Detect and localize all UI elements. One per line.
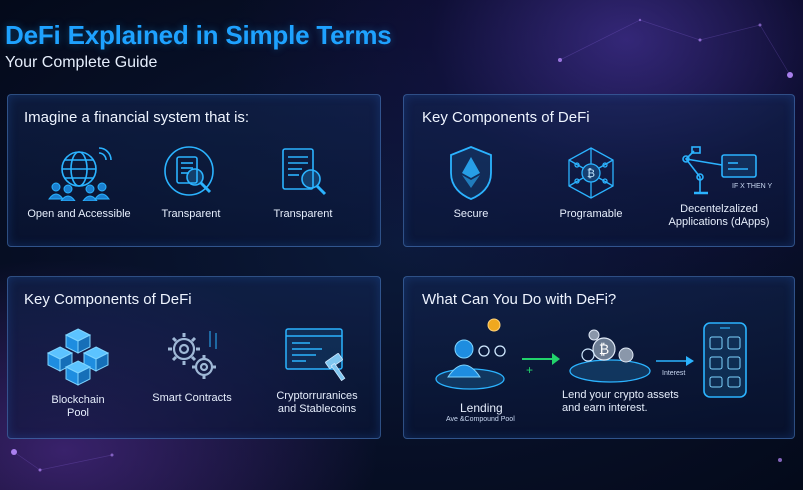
page-subtitle: Your Complete Guide [5,54,158,71]
blue-arrow-icon [656,356,694,366]
item-programable: ₿ Programable [546,145,636,221]
item-programable-label: Programable [559,208,623,220]
phone-app-icon [703,322,747,398]
item-blockchain-label-line2: Pool [66,407,90,419]
document-search-icon [282,148,327,196]
panel-key-components-bottom: Key Components of DeFi Blockchain Pool [7,276,381,439]
item-smart-contracts-label: Smart Contracts [152,392,232,404]
lending-sub-label: Ave &Compound Pool [446,416,515,423]
page-title: DeFi Explained in Simple Terms [5,20,392,50]
item-secure: Secure [426,145,516,221]
lending-label: Lending [460,401,503,415]
item-smart-contracts: Smart Contracts [142,327,242,405]
code-gavel-icon [285,328,346,382]
magnifier-document-icon [164,146,214,196]
item-transparent-1: Transparent [136,145,246,221]
pool-coin-symbol: ₿ [599,342,609,358]
item-transparent-1-label: Transparent [161,208,221,220]
blockchain-cubes-icon [46,328,110,386]
panel-financial-system-title: Imagine a financial system that is: [24,109,250,126]
item-blockchain-pool: Blockchain Pool [28,327,128,420]
item-blockchain-label-line1: Blockchain [51,394,105,406]
panel-financial-system: Imagine a financial system that is: Open… [7,94,381,247]
item-crypto-label-line2: and Stablecoins [277,403,357,415]
item-crypto-label-line1: Cryptorruranices [276,390,358,402]
crypto-pool-icon: ₿ [569,329,651,383]
item-open-accessible-label: Open and Accessible [27,208,131,220]
ethereum-shield-icon [450,146,492,200]
item-dapps-label-line1: Decentelzalized [680,203,758,215]
panel-key-components-top: Key Components of DeFi Secure ₿ Programa… [403,94,795,247]
crypto-circuit-icon: ₿ [568,147,614,199]
panel-what-can-you-do-title: What Can You Do with DeFi? [422,291,617,308]
item-open-accessible: Open and Accessible [14,145,144,221]
robot-arm-icon [682,146,757,195]
gears-icon [168,331,217,379]
coin-symbol-text: ₿ [587,167,595,180]
header: DeFi Explained in Simple Terms Your Comp… [5,20,392,72]
lend-description-line1: Lend your crypto assets [562,389,679,401]
panel-key-components-top-title: Key Components of DeFi [422,109,590,126]
panel-key-components-bottom-title: Key Components of DeFi [24,291,192,308]
lending-person-icon [435,318,506,390]
item-dapps-label-line2: Applications (dApps) [668,216,770,228]
item-transparent-2: Transparent [248,145,358,221]
item-cryptocurrencies: Cryptorruranices and Stablecoins [258,327,376,416]
item-transparent-2-label: Transparent [273,208,333,220]
lend-description-line2: and earn interest. [562,402,648,414]
plus-sign: + [526,363,534,377]
panel-what-can-you-do: What Can You Do with DeFi? Lending Ave &… [403,276,795,439]
dapps-caption: IF X THEN Y [732,183,773,190]
interest-label: Interest [662,370,686,377]
item-dapps: IF X THEN Y Decentelzalized Applications… [654,143,784,229]
global-network-icon [48,147,112,201]
item-secure-label: Secure [453,208,489,220]
green-arrow-icon [522,353,560,365]
